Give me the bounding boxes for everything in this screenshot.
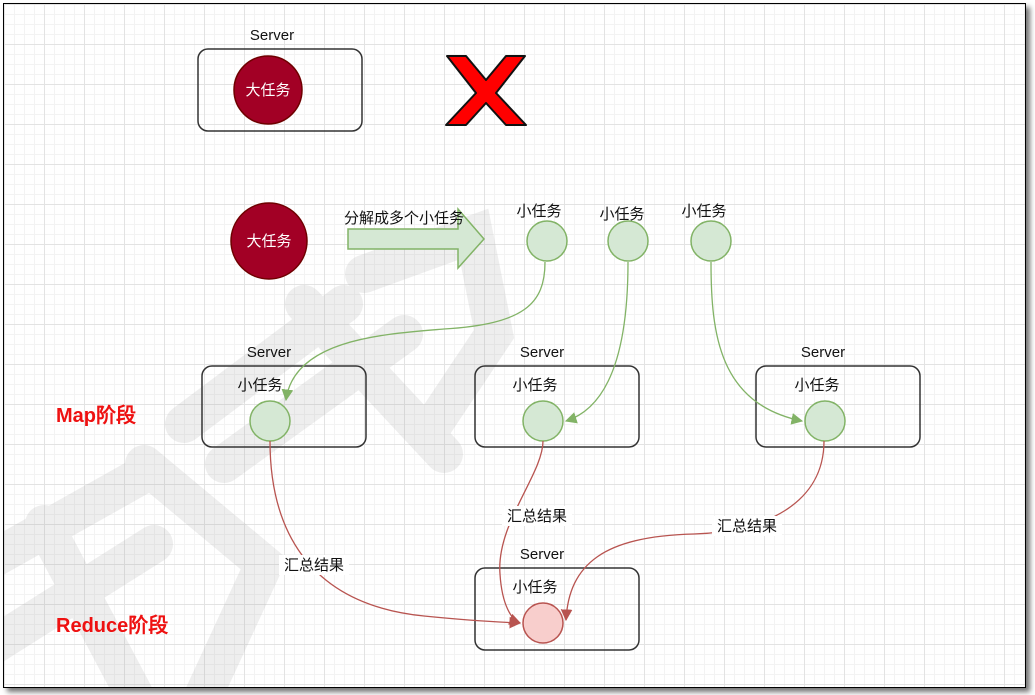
small-task-label-3: 小任务 [681, 203, 726, 220]
big-task-label: 大任务 [246, 233, 291, 250]
server-box-top [197, 48, 363, 132]
aggregate-label-1: 汇总结果 [284, 557, 344, 574]
server-box-map-1 [201, 365, 367, 448]
small-task-node-2 [607, 220, 649, 262]
map-task-node-2 [522, 400, 564, 442]
server-box-reduce [474, 567, 640, 651]
diagram-svg: Server 大任务 大任务 分解成多个小任务 小任务 小任务 小任务 Serv… [4, 27, 921, 687]
distribute-arrow-1 [281, 261, 546, 402]
split-arrow [347, 206, 485, 270]
small-task-label-2: 小任务 [599, 206, 644, 223]
map-phase-label: Map阶段 [56, 403, 136, 427]
aggregate-arrow-1 [269, 440, 522, 629]
big-task-node-top [233, 55, 303, 125]
small-task-node-1 [526, 220, 568, 262]
server-label-map-3: Server [801, 344, 845, 361]
server-box-map-3 [755, 365, 921, 448]
server-task-label-map-1: 小任务 [237, 377, 282, 394]
aggregate-arrow-2 [499, 440, 544, 625]
aggregate-arrow-3 [560, 440, 825, 622]
small-task-node-3 [690, 220, 732, 262]
aggregate-label-2: 汇总结果 [507, 508, 567, 525]
server-label-reduce: Server [520, 546, 564, 563]
reduce-phase-label: Reduce阶段 [56, 613, 168, 637]
split-label: 分解成多个小任务 [344, 210, 464, 227]
watermark-logo [4, 208, 515, 687]
big-task-node [230, 202, 308, 280]
distribute-arrow-3 [710, 261, 804, 425]
server-task-label-reduce: 小任务 [512, 579, 557, 596]
small-task-label-1: 小任务 [516, 203, 561, 220]
server-label-map-1: Server [247, 344, 291, 361]
aggregate-label-3: 汇总结果 [717, 518, 777, 535]
map-task-node-3 [804, 400, 846, 442]
server-label-top: Server [250, 27, 294, 44]
big-task-label-top: 大任务 [245, 82, 290, 99]
reduce-task-node [522, 602, 564, 644]
map-task-node-1 [249, 400, 291, 442]
server-box-map-2 [474, 365, 640, 448]
server-task-label-map-3: 小任务 [794, 377, 839, 394]
diagram-canvas: Server 大任务 大任务 分解成多个小任务 小任务 小任务 小任务 Serv… [3, 3, 1026, 688]
server-label-map-2: Server [520, 344, 564, 361]
server-task-label-map-2: 小任务 [512, 377, 557, 394]
cross-icon [445, 55, 527, 126]
distribute-arrow-2 [564, 261, 629, 424]
